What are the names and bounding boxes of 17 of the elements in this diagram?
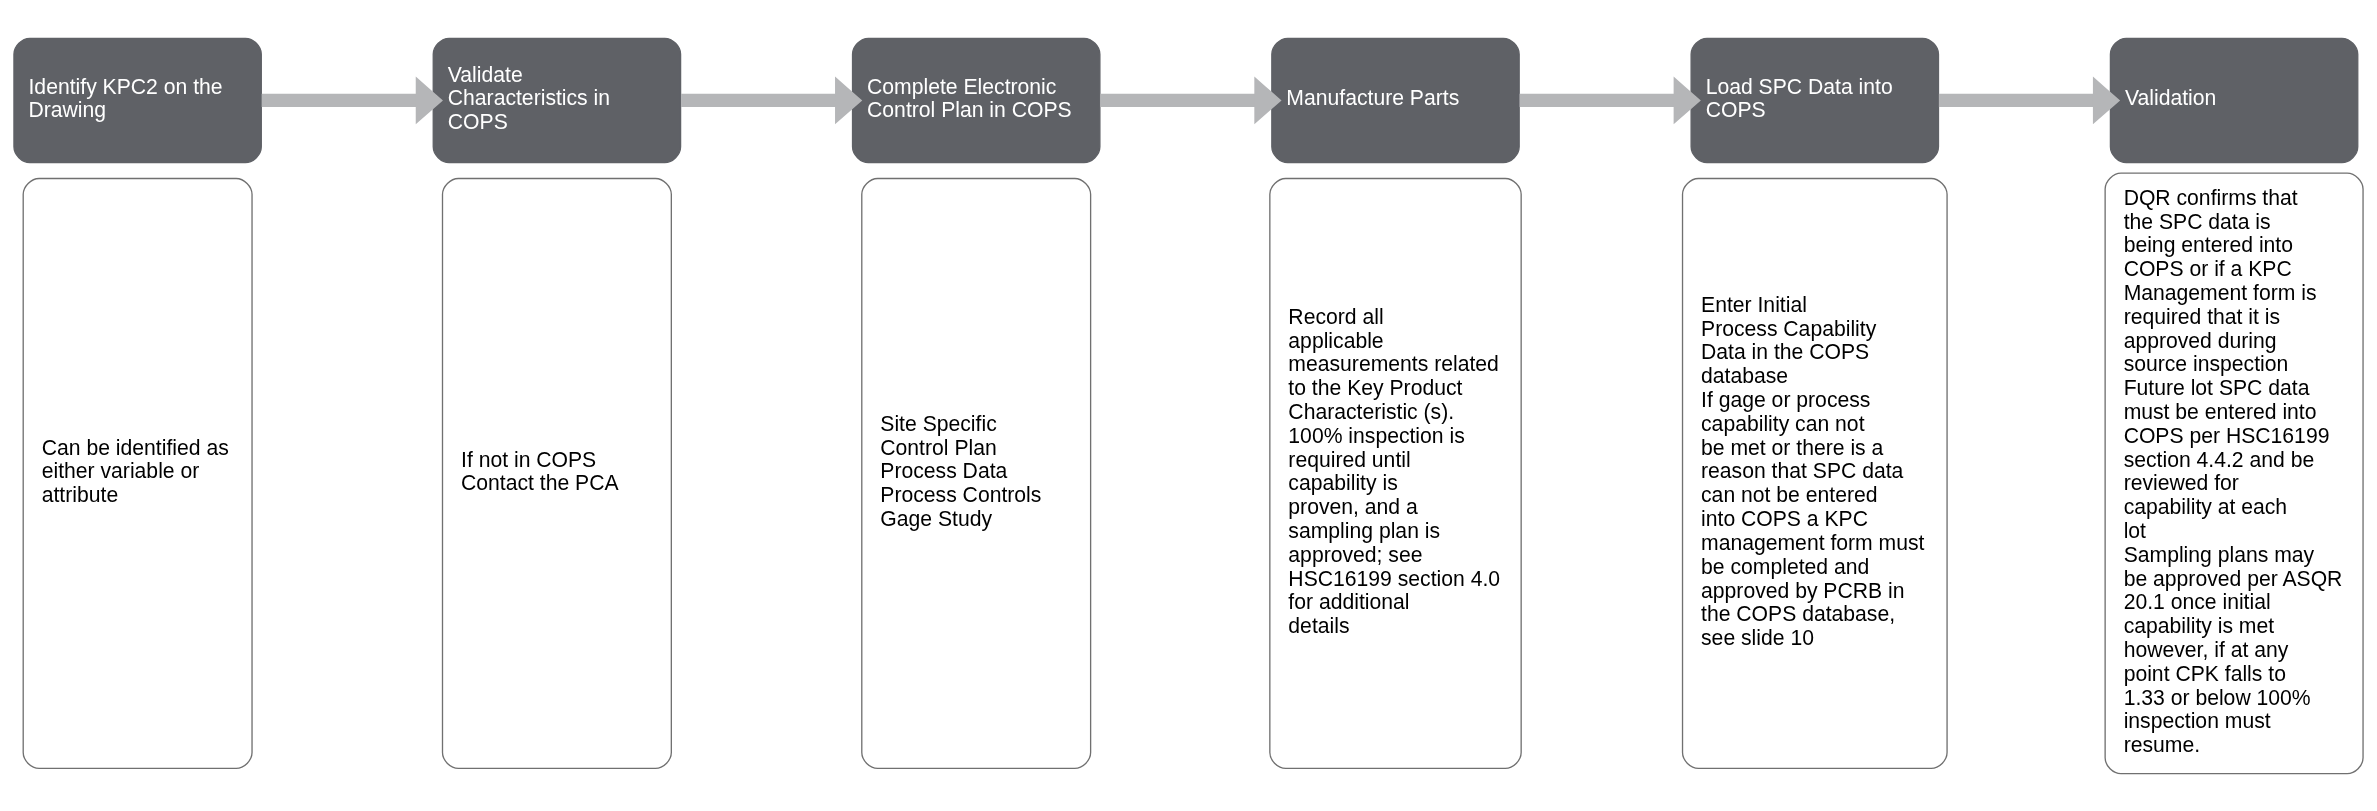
node-box: Validate Characteristics in COPS	[432, 37, 682, 163]
node-box: Manufacture Parts	[1271, 37, 1520, 163]
arrow	[1100, 76, 1282, 124]
arrow	[681, 76, 863, 124]
node-box: Enter Initial Process Capability Data in the COPS database If gage or process capability can not be met or there is a reason that SPC data can not be entered into COPS a KPC management form must be completed and approved by PCRB in the COPS database, see slide 10	[1681, 177, 1948, 769]
node-box: Can be identified as either variable or attribute	[22, 177, 253, 769]
node-box: If not in COPS Contact the PCA	[441, 177, 672, 769]
arrow	[261, 76, 443, 124]
node-box: Record all applicable measurements related to the Key Product Characteristic (s). 100% inspection is required until capability is proven, and a sampling plan is approved; see HSC16199 section 4.0 for additional details	[1269, 177, 1522, 769]
node-box: DQR confirms that the SPC data is being entered into COPS or if a KPC Management form is required that it is approved during source inspection Future lot SPC data must be entered into COPS per HSC16199 section 4.4.2 and be reviewed for capability at each lot Sampling plans may be approved per ASQR 20.1 once initial capability is met however, if at any point CPK falls to 1.33 or below 100% inspection must resume.	[2104, 172, 2364, 774]
node-box: Site Specific Control Plan Process Data Process Controls Gage Study	[861, 177, 1092, 769]
node-box: Validation	[2109, 37, 2359, 163]
node-box: Load SPC Data into COPS	[1690, 37, 1940, 163]
arrow	[1938, 76, 2121, 124]
arrow	[1519, 76, 1701, 124]
node-box: Complete Electronic Control Plan in COPS	[851, 37, 1101, 163]
node-box: Identify KPC2 on the Drawing	[13, 37, 262, 163]
